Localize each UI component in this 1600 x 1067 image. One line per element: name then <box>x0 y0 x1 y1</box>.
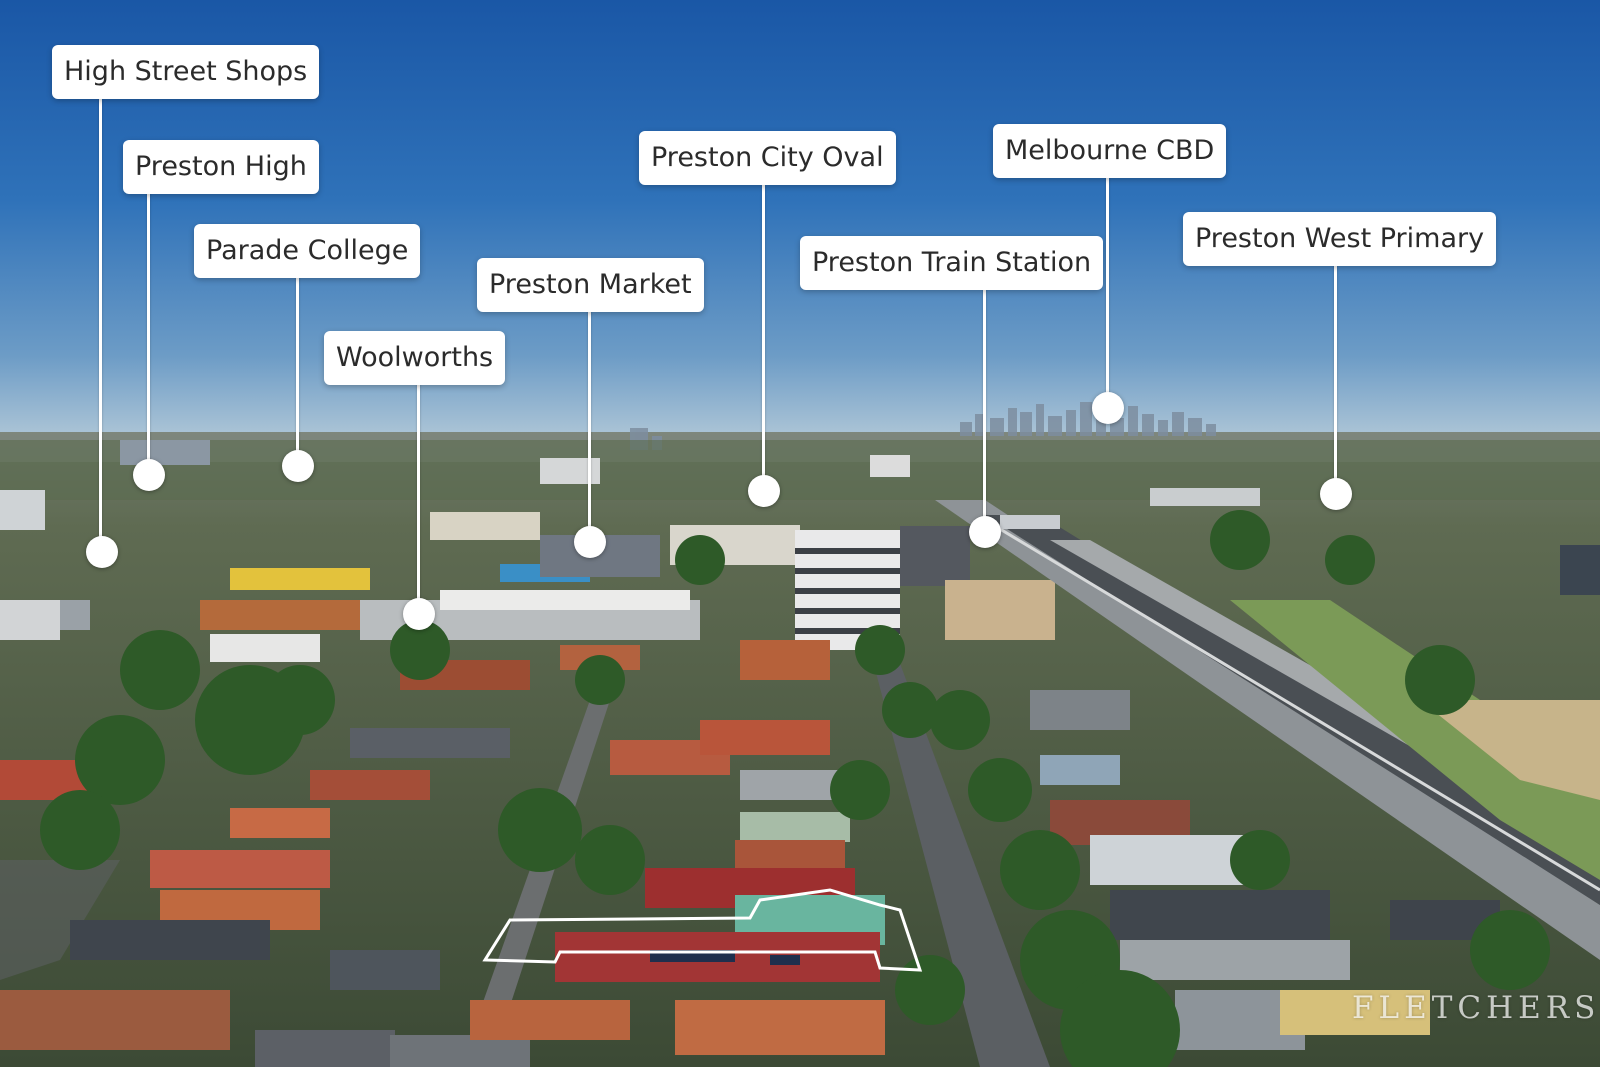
marker-preston-west-primary[interactable] <box>1320 478 1352 510</box>
label-preston-high[interactable]: Preston High <box>123 140 319 194</box>
label-parade-college[interactable]: Parade College <box>194 224 421 278</box>
tree-canopy <box>40 510 1550 1067</box>
line-preston-city-oval <box>762 185 765 491</box>
marker-parade-college[interactable] <box>282 450 314 482</box>
line-preston-west-primary <box>1334 264 1337 494</box>
streets <box>0 650 1050 1067</box>
label-preston-market[interactable]: Preston Market <box>477 258 704 312</box>
label-woolworths[interactable]: Woolworths <box>324 331 506 385</box>
subject-property <box>482 888 923 982</box>
marker-preston-high[interactable] <box>133 459 165 491</box>
line-preston-train-station <box>983 288 986 532</box>
agency-watermark: FLETCHERS <box>1352 990 1600 1026</box>
city-skyline <box>630 402 1216 450</box>
marker-high-street-shops[interactable] <box>86 536 118 568</box>
label-high-street-shops[interactable]: High Street Shops <box>52 45 320 99</box>
line-melbourne-cbd <box>1106 177 1109 408</box>
marker-preston-market[interactable] <box>574 526 606 558</box>
marker-melbourne-cbd[interactable] <box>1092 392 1124 424</box>
line-parade-college <box>296 275 299 466</box>
label-preston-city-oval[interactable]: Preston City Oval <box>639 131 896 185</box>
open-parkland <box>1230 600 1600 880</box>
label-melbourne-cbd[interactable]: Melbourne CBD <box>993 124 1227 178</box>
label-preston-west-primary[interactable]: Preston West Primary <box>1183 212 1497 266</box>
marker-preston-city-oval[interactable] <box>748 475 780 507</box>
line-preston-market <box>588 310 591 542</box>
marker-woolworths[interactable] <box>403 598 435 630</box>
marker-preston-train-station[interactable] <box>969 516 1001 548</box>
line-preston-high <box>147 191 150 475</box>
residential-roofs <box>0 640 1500 1067</box>
line-woolworths <box>417 383 420 614</box>
apartment-blocks <box>795 526 1055 650</box>
label-preston-train-station[interactable]: Preston Train Station <box>800 236 1104 290</box>
line-high-street-shops <box>99 98 102 552</box>
